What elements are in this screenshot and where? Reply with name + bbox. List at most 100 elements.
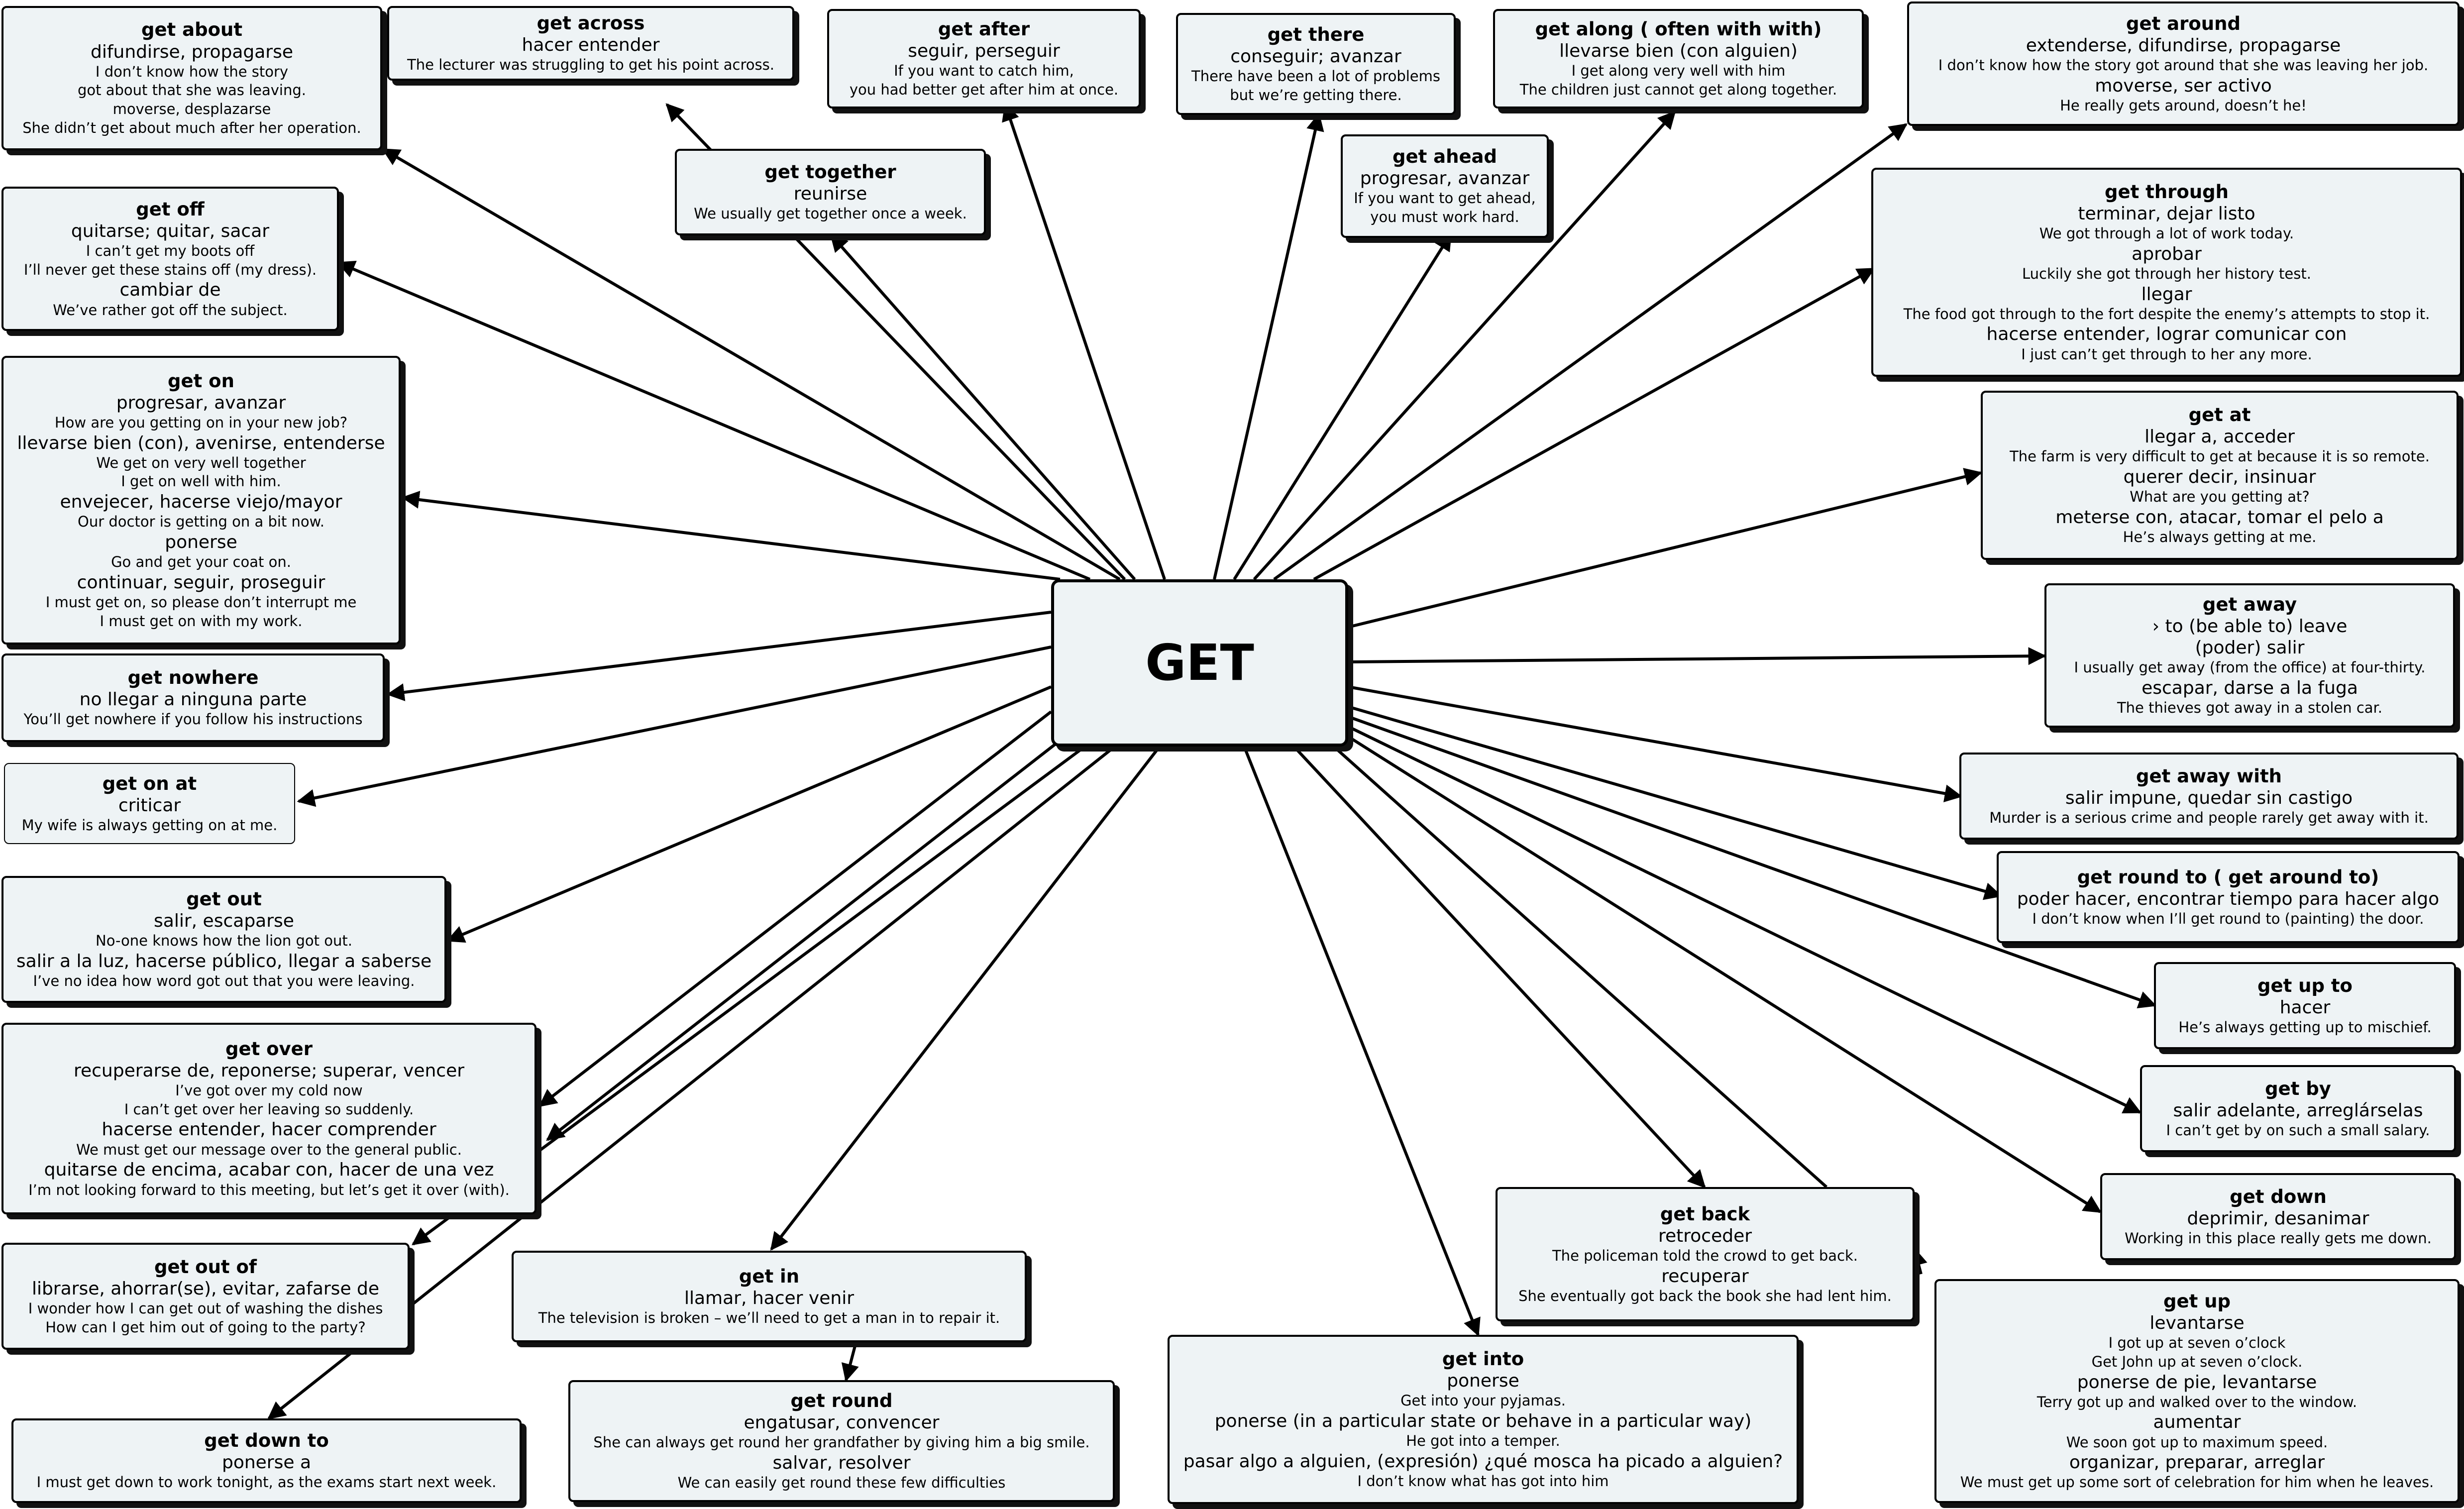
example-text: The farm is very difficult to get at bec… [2010,448,2430,465]
example-text: The children just cannot get along toget… [1519,81,1837,99]
node-title: get down to [204,1430,329,1451]
meaning-text: levantarse [2149,1312,2245,1333]
example-text: moverse, desplazarse [112,101,271,118]
node-title: get down [2230,1186,2327,1207]
example-text: I got up at seven o’clock [2108,1334,2286,1352]
example-text: I can’t get my boots off [86,242,255,260]
node-title: get through [2104,181,2229,203]
node-title: get away [2202,593,2297,615]
example-text: Terry got up and walked over to the wind… [2036,1393,2357,1410]
example-text: The television is broken – we’ll need to… [538,1309,1000,1327]
meaning-text: aumentar [2153,1412,2241,1433]
connector-arrow [1348,705,2003,900]
meaning-text: recuperarse de, reponerse; superar, venc… [73,1060,465,1081]
meaning-text: salir a la luz, hacerse público, llegar … [16,951,432,972]
example-text: We must get our message over to the gene… [76,1141,462,1158]
node-title: get across [536,12,645,34]
meaning-text: hacer [2279,997,2331,1018]
connector-arrow [1347,735,2102,1213]
node-title: get after [938,18,1030,40]
example-text: The policeman told the crowd to get back… [1552,1247,1858,1264]
connector-arrow [1253,110,1676,581]
meaning-text: ponerse [165,532,237,552]
example-text: I can’t get over her leaving so suddenly… [124,1100,414,1118]
meaning-text: escapar, darse a la fuga [2142,678,2358,699]
example-text: but we’re getting there. [1230,86,1402,104]
example-text: She eventually got back the book she had… [1518,1287,1892,1304]
example-text: I can’t get by on such a small salary. [2166,1121,2430,1139]
example-text: Get into your pyjamas. [1400,1392,1566,1409]
example-text: She didn’t get about much after her oper… [22,119,361,136]
example-text: I must get on with my work. [100,612,303,630]
node-title: get on [168,370,234,392]
node-title: get up [2163,1290,2231,1312]
example-text: He’s always getting up to mischief. [2178,1018,2432,1036]
meaning-text: progresar, avanzar [116,392,286,413]
meaning-text: › to (be able to) leave [2152,616,2348,637]
example-text: I don’t know how the story got around th… [1938,56,2429,74]
example-text: I don’t know how the story [95,63,289,80]
meaning-text: llevarse bien (con), avenirse, entenders… [17,432,385,453]
meaning-text: poder hacer, encontrar tiempo para hacer… [2017,888,2440,909]
connector-arrow [297,646,1052,807]
example-text: We get on very well together [96,454,306,471]
meaning-text: salvar, resolver [772,1453,911,1474]
example-text: I must get down to work tonight, as the … [36,1474,497,1491]
meaning-text: deprimir, desanimar [2187,1208,2369,1229]
node-get-away: get away› to (be able to) leave(poder) s… [2044,583,2455,728]
node-title: get out of [154,1256,257,1278]
connector-arrow [841,1342,859,1382]
node-title: get along ( often with with) [1535,18,1822,40]
meaning-text: meterse con, atacar, tomar el pelo a [2055,507,2384,528]
meaning-text: criticar [118,795,181,816]
example-text: Get John up at seven o’clock. [2091,1353,2303,1370]
connector-arrow [1910,1247,1928,1275]
meaning-text: ponerse [1447,1371,1519,1392]
example-text: The thieves got away in a stolen car. [2117,699,2383,717]
example-text: He really gets around, doesn’t he! [2060,97,2307,114]
example-text: I’ve no idea how word got out that you w… [33,972,415,990]
example-text: You’ll get nowhere if you follow his ins… [23,711,363,728]
meaning-text: llegar a, acceder [2144,427,2295,447]
example-text: He’s always getting at me. [2123,529,2317,546]
node-title: get ahead [1392,146,1497,168]
example-text: How can I get him out of going to the pa… [45,1318,366,1336]
node-title: get round to ( get around to) [2077,866,2379,888]
meaning-text: cambiar de [119,280,221,301]
meaning-text: seguir, perseguir [908,41,1060,62]
example-text: What are you getting at? [2130,488,2310,506]
example-text: We can easily get round these few diffic… [677,1474,1006,1492]
meaning-text: llegar [2141,284,2192,305]
connector-arrow [1213,112,1324,580]
center-node-get: GET [1051,579,1348,747]
meaning-text: envejecer, hacerse viejo/mayor [60,492,342,513]
meaning-text: moverse, ser activo [2095,75,2272,96]
connector-arrow [446,685,1052,943]
meaning-text: ponerse (in a particular state or behave… [1214,1411,1752,1432]
example-text: I’ve got over my cold now [175,1082,363,1099]
example-text: She can always get round her grandfather… [593,1434,1090,1451]
node-title: get up to [2257,974,2353,996]
meaning-text: salir impune, quedar sin castigo [2065,787,2353,808]
meaning-text: difundirse, propagarse [90,41,294,62]
node-title: get nowhere [127,667,259,688]
center-title: GET [1145,634,1254,692]
meaning-text: no llegar a ninguna parte [79,689,307,710]
meaning-text: llamar, hacer venir [684,1288,854,1309]
meaning-text: quitarse; quitar, sacar [71,220,270,241]
